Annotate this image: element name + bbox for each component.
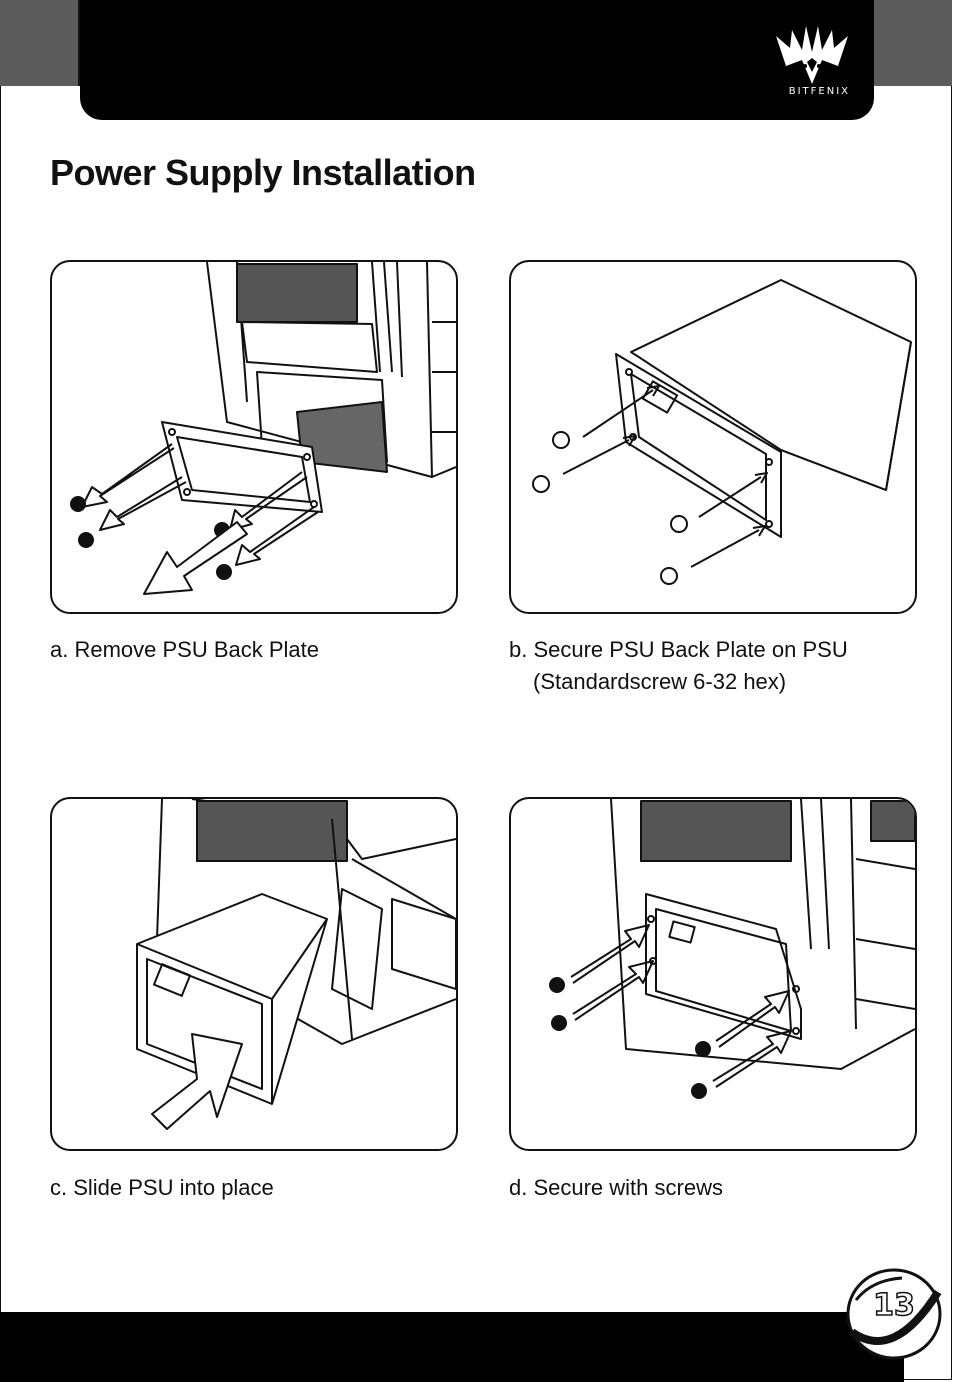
- step-d-caption: d. Secure with screws: [509, 1175, 723, 1200]
- step-a-illustration: [50, 260, 458, 614]
- step-d-illustration: [509, 797, 917, 1151]
- page-title: Power Supply Installation: [50, 152, 476, 193]
- step-b-illustration: [509, 260, 917, 614]
- step-c-caption: c. Slide PSU into place: [50, 1175, 274, 1200]
- step-b-caption: b. Secure PSU Back Plate on PSU (Standar…: [509, 634, 848, 698]
- header-right-tab: [872, 0, 952, 86]
- header-bar: BITFENIX: [80, 0, 874, 120]
- step-a-caption: a. Remove PSU Back Plate: [50, 637, 320, 662]
- footer-bar: [0, 1312, 904, 1382]
- header-left-tab: [0, 0, 80, 86]
- page-number-badge-icon: [846, 1268, 942, 1360]
- page-number: 13: [872, 1287, 915, 1324]
- step-b-subcaption: (Standardscrew 6-32 hex): [533, 669, 787, 694]
- step-c-illustration: [50, 797, 458, 1151]
- bitfenix-phoenix-logo-icon: [776, 26, 848, 84]
- brand-wordmark: BITFENIX: [788, 86, 850, 97]
